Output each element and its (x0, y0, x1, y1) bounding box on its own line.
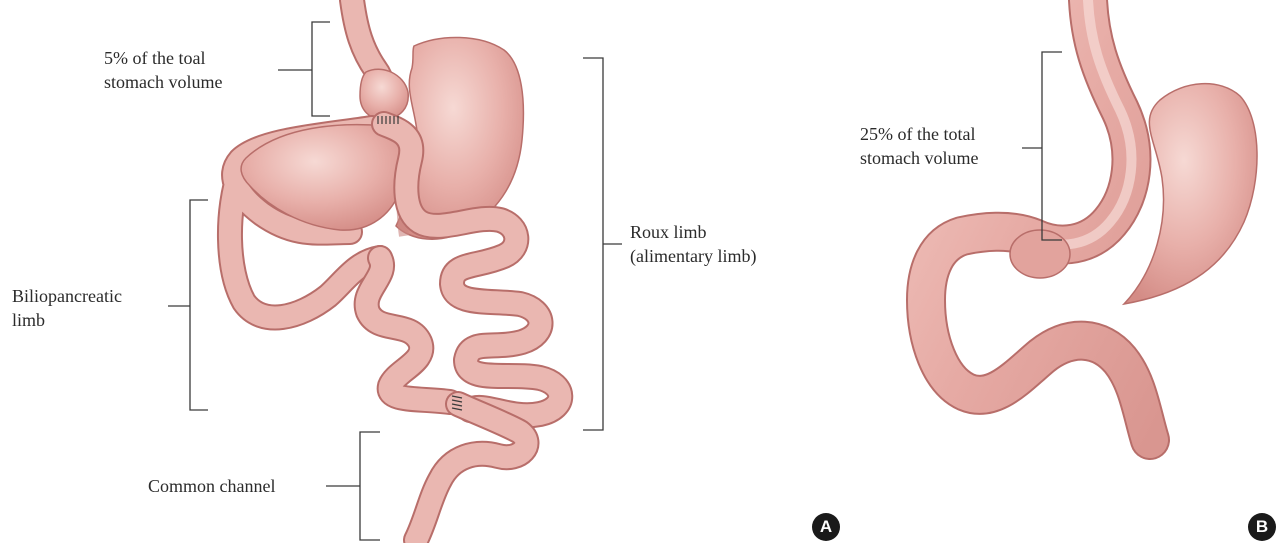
sleeve-label: 25% of the total stomach volume (860, 122, 978, 170)
biliopancreatic-limb-label: Biliopancreatic limb (12, 284, 122, 332)
common-channel-label: Common channel (148, 474, 275, 498)
pouch-label-line-2: stomach volume (104, 70, 222, 94)
panel-a-illustration (230, 0, 560, 540)
biliopancreatic-label-line-1: Biliopancreatic (12, 284, 122, 308)
common-channel-label-line-1: Common channel (148, 474, 275, 498)
pylorus (1010, 230, 1070, 278)
common-channel-bracket (360, 432, 380, 540)
pouch-label-line-1: 5% of the toal (104, 46, 222, 70)
panel-b-illustration (926, 0, 1257, 440)
sleeve-bracket (1042, 52, 1062, 240)
sleeve-label-line-1: 25% of the total (860, 122, 978, 146)
biliopancreatic-bracket (190, 200, 208, 410)
pouch-label: 5% of the toal stomach volume (104, 46, 222, 94)
panel-b-badge: B (1248, 513, 1276, 541)
panel-a-badge: A (812, 513, 840, 541)
roux-bracket (583, 58, 603, 430)
roux-limb-label: Roux limb (alimentary limb) (630, 220, 756, 268)
roux-label-line-2: (alimentary limb) (630, 244, 756, 268)
roux-label-line-1: Roux limb (630, 220, 756, 244)
sleeve-label-line-2: stomach volume (860, 146, 978, 170)
pouch-bracket (312, 22, 330, 116)
biliopancreatic-label-line-2: limb (12, 308, 122, 332)
